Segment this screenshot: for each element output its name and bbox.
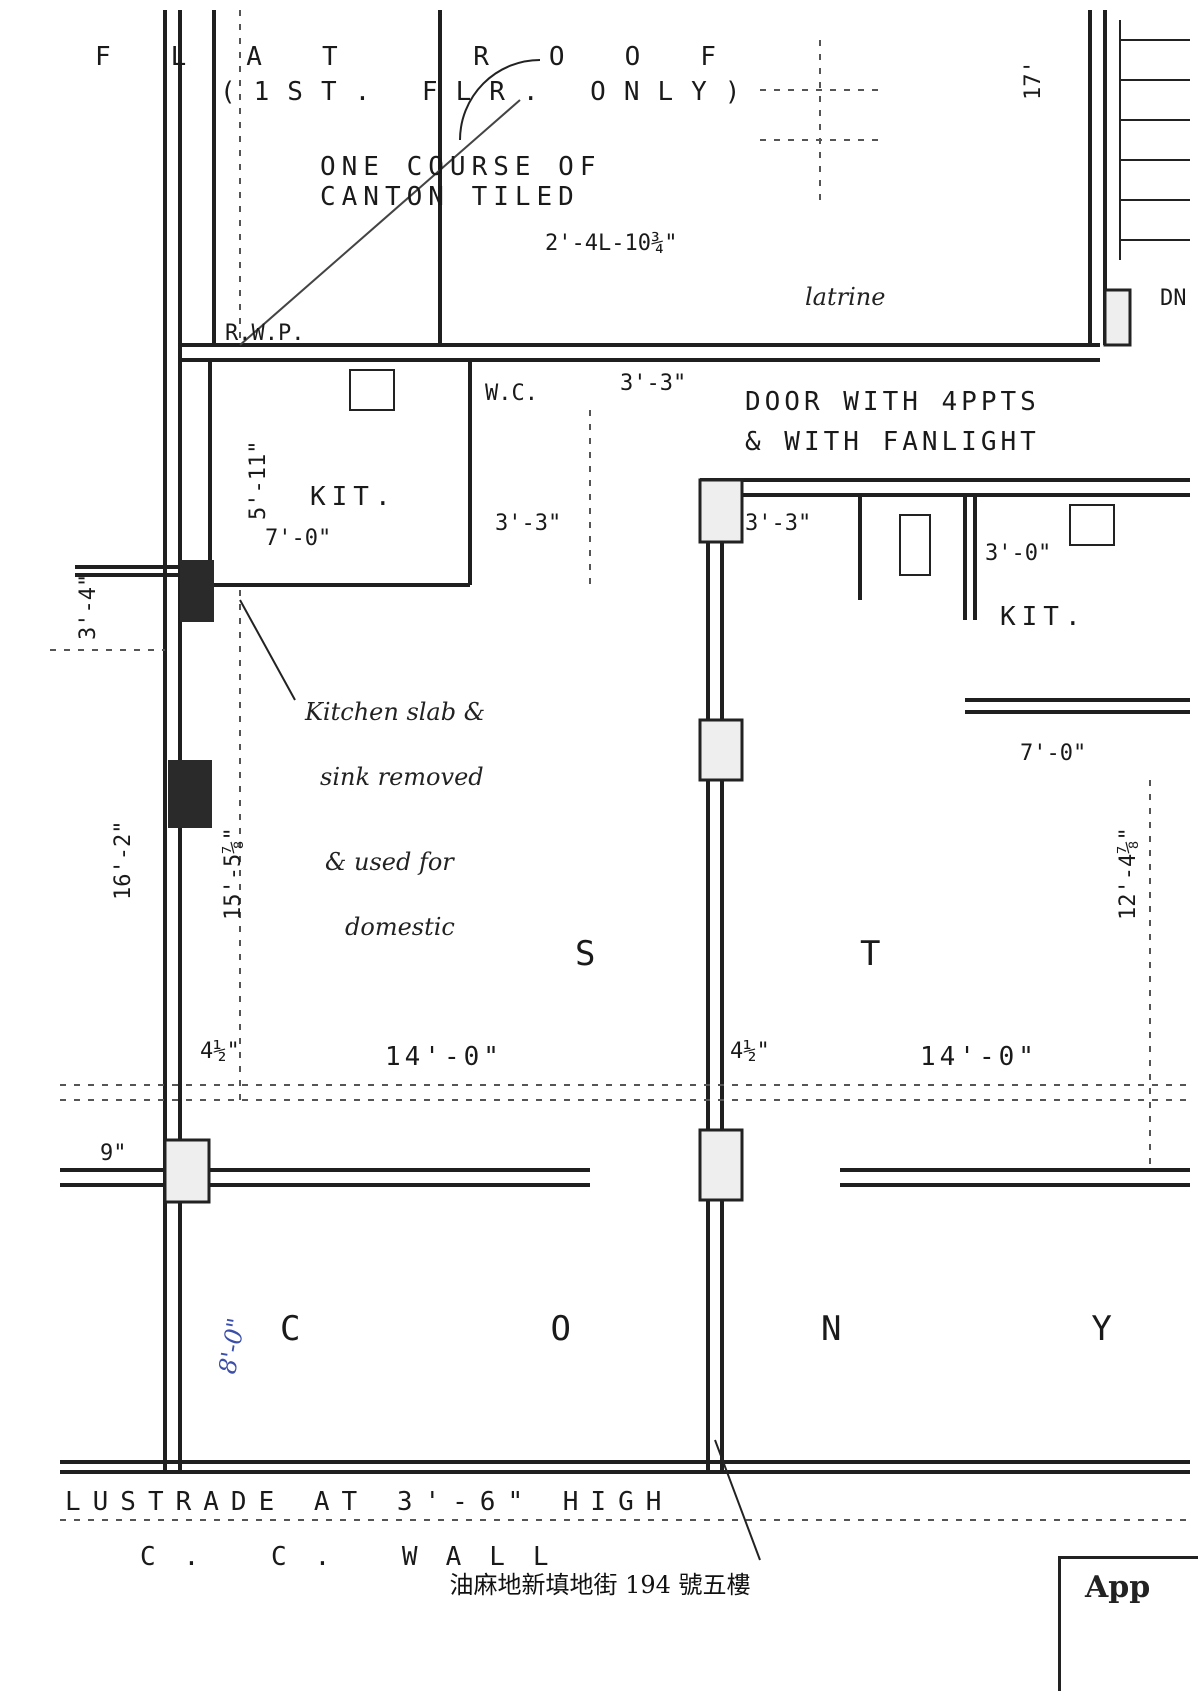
dim-d2: 3'-3": [620, 371, 686, 396]
door-diagonal: [239, 99, 521, 346]
dim-d14: 12'-4⅞": [1116, 827, 1141, 920]
label-wall: C. C. WALL: [140, 1542, 577, 1572]
blue-dimension: 8'-0": [213, 1316, 250, 1376]
note-line-3: & used for: [325, 848, 455, 876]
label-dn: DN: [1160, 286, 1187, 311]
label-st-s: S: [575, 934, 631, 974]
label-tiles-2: CANTON TILED: [320, 182, 580, 212]
staircase: [1119, 20, 1190, 260]
approval-stamp-frame: [1058, 1556, 1198, 1691]
dim-d12: 16'-2": [111, 821, 136, 900]
wall-lines: [60, 10, 1190, 1474]
label-st-t: T: [860, 934, 916, 974]
dim-d18: 9": [100, 1141, 127, 1166]
label-balustrade: LUSTRADE AT 3'-6" HIGH: [65, 1487, 673, 1517]
label-kit-left: KIT.: [310, 482, 397, 512]
label-tiles-1: ONE COURSE OF: [320, 152, 602, 182]
dim-d9: 14'-0": [920, 1042, 1038, 1072]
columns: [168, 560, 214, 828]
label-kit-right: KIT.: [1000, 602, 1087, 632]
label-flat-roof: FLAT ROOF: [95, 42, 776, 72]
dim-d5: 3'-3": [745, 511, 811, 536]
dim-d11: 4½": [730, 1039, 770, 1064]
label-first-flr-only: (1ST. FLR. ONLY): [220, 77, 758, 107]
leader-line: [239, 599, 296, 701]
dim-d13: 15'-5⅞": [221, 827, 246, 920]
dim-d4: 3'-3": [495, 511, 561, 536]
label-door-2: & WITH FANLIGHT: [745, 427, 1040, 457]
dim-d7: 3'-0": [985, 541, 1051, 566]
label-balcony: CONY: [280, 1309, 1200, 1349]
dim-d10: 4½": [200, 1039, 240, 1064]
dashed-lines: [50, 10, 1190, 1521]
label-door-1: DOOR WITH 4PPTS: [745, 387, 1040, 417]
sink-fixtures: [349, 369, 1115, 576]
dim-d6: 7'-0": [1020, 741, 1086, 766]
dim-d15: 3'-4": [76, 574, 101, 640]
note-line-1: Kitchen slab &: [304, 698, 485, 726]
dim-d16: 17': [1021, 60, 1046, 100]
dim-d8: 14'-0": [385, 1042, 503, 1072]
dim-d17: 5'-11": [246, 441, 271, 520]
dim-d3: 7'-0": [265, 526, 331, 551]
label-wc: W.C.: [485, 381, 538, 406]
approval-stamp-text: App: [1085, 1570, 1151, 1605]
label-rwp: R.W.P.: [225, 321, 304, 346]
leader-line-2: [714, 1439, 761, 1561]
note-line-4: domestic: [345, 913, 455, 941]
dim-d1: 2'-4L-10¾": [545, 231, 677, 256]
label-latrine: latrine: [805, 283, 885, 311]
note-line-2: sink removed: [320, 763, 484, 791]
address-caption: 油麻地新填地街 194 號五樓: [449, 1571, 751, 1599]
column-outlines: [163, 288, 1132, 1204]
door-swing-arc: [459, 59, 541, 141]
